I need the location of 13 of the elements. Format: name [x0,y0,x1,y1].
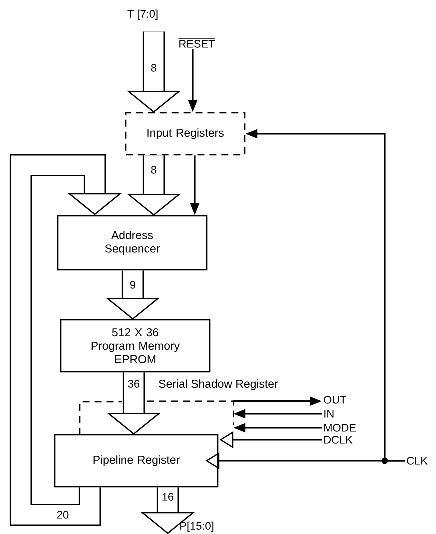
signal-label: T [7:0] [128,10,158,20]
bus-arrow [10,154,122,526]
signal-label: IN [324,410,334,418]
signal-label: CLK [407,457,428,465]
edge-label: 20 [56,510,70,520]
signal-label: MODE [324,424,356,432]
signal-label: OUT [324,396,347,404]
signal-label: RESET [178,38,216,48]
register-label: Serial Shadow Register [159,380,278,390]
edge-label: 16 [161,492,175,502]
edge-label: 36 [127,380,141,388]
signal-label: DCLK [324,436,353,444]
signal-label: P[15:0] [180,522,214,532]
